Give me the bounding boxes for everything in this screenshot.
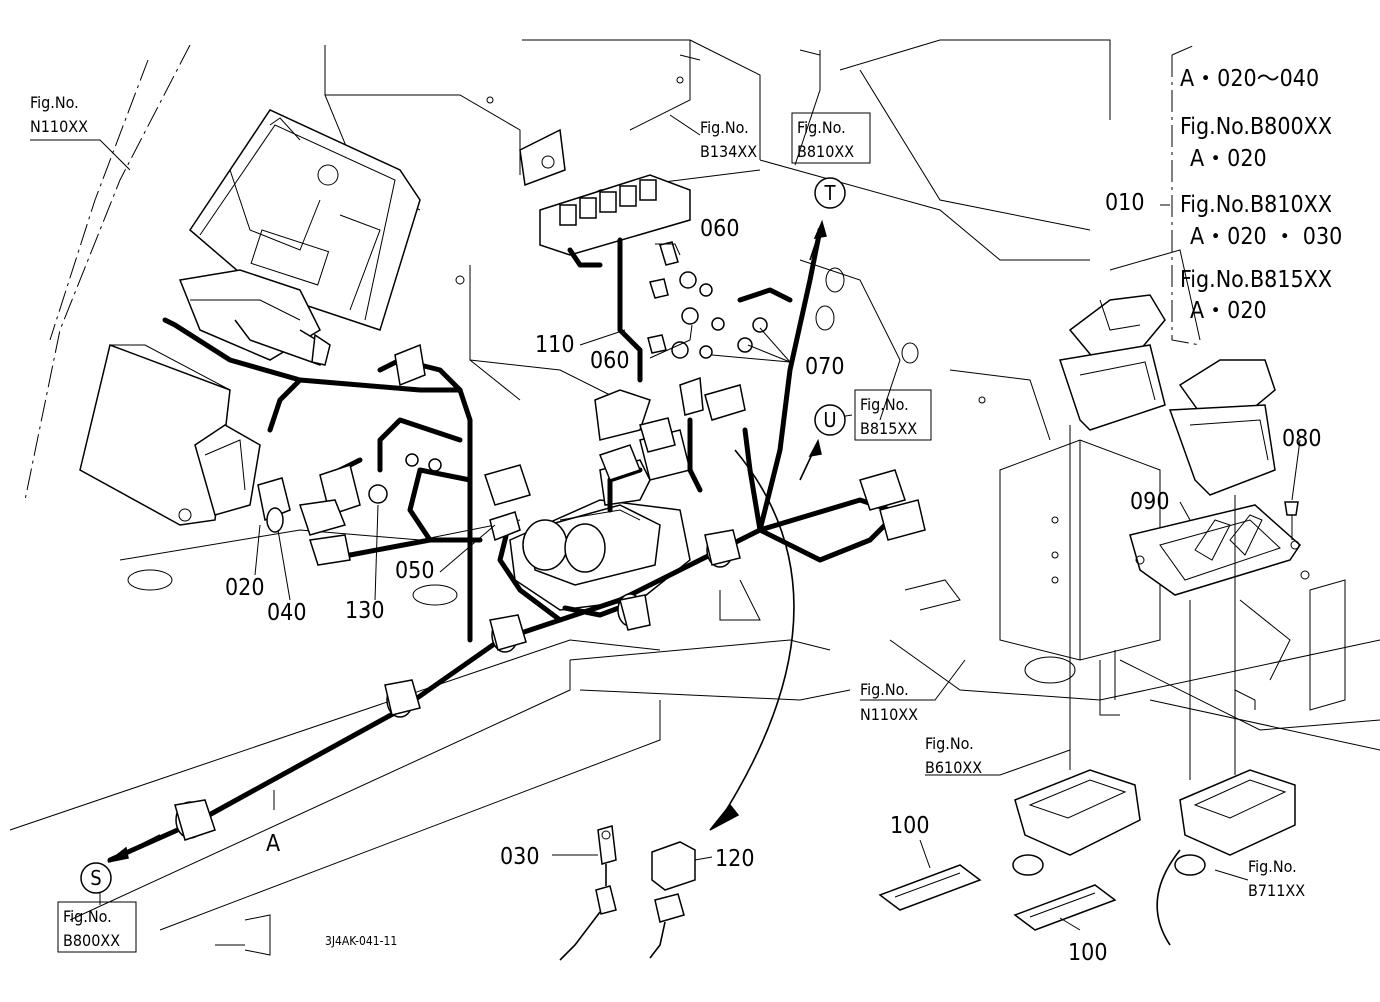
- part-040: 040: [267, 600, 307, 626]
- harness-clamps: [174, 529, 741, 841]
- part-030: 030: [500, 844, 540, 870]
- drawing-code: 3J4AK-041-11: [325, 934, 397, 948]
- part-010: 010: [1105, 190, 1145, 216]
- fig-ref-b800-line2: B800XX: [63, 931, 120, 950]
- part-050: 050: [395, 558, 435, 584]
- part-080: 080: [1282, 426, 1322, 452]
- ref-boxes: [57, 112, 932, 953]
- part-100-bottom: 100: [1068, 940, 1108, 966]
- right-connector-assembly: [878, 294, 1301, 946]
- spec-list: A・020～040 Fig.No.B800XX A・020 Fig.No.B81…: [1180, 66, 1342, 324]
- frame-outlines: [9, 39, 1380, 956]
- part-120: 120: [715, 846, 755, 872]
- part-a-harness: A: [266, 831, 280, 857]
- fig-ref-b610-line1: Fig.No.: [925, 734, 974, 753]
- spec-line-6: Fig.No.B815XX: [1180, 267, 1332, 293]
- part-020: 020: [225, 575, 265, 601]
- fig-ref-b800-line1: Fig.No.: [63, 907, 112, 926]
- fig-ref-b711-line2: B711XX: [1248, 881, 1305, 900]
- part-060-upper: 060: [700, 216, 740, 242]
- fig-ref-b134-line2: B134XX: [700, 142, 757, 161]
- fig-ref-b810-line2: B810XX: [797, 142, 854, 161]
- fig-ref-b134-line1: Fig.No.: [700, 118, 749, 137]
- ecu-unit: [178, 109, 421, 366]
- central-module: [484, 389, 691, 611]
- part-110: 110: [535, 332, 575, 358]
- spec-line-1: A・020～040: [1180, 66, 1319, 92]
- part-130: 130: [345, 598, 385, 624]
- spec-line-5: A・020 ・ 030: [1190, 224, 1342, 250]
- center-connectors: [257, 241, 926, 566]
- circle-letters: T U S: [90, 181, 836, 890]
- fig-ref-n110-top-line2: N110XX: [30, 117, 88, 136]
- circle-callouts: [80, 177, 846, 894]
- part-100-left: 100: [890, 813, 930, 839]
- fig-ref-b711-line1: Fig.No.: [1248, 857, 1297, 876]
- fig-ref-b815-line1: Fig.No.: [860, 395, 909, 414]
- figure-references: Fig.No. N110XX Fig.No. B134XX Fig.No. B8…: [30, 93, 1305, 950]
- part-060-lower: 060: [590, 348, 630, 374]
- fig-ref-b810-line1: Fig.No.: [797, 118, 846, 137]
- spec-line-7: A・020: [1190, 298, 1267, 324]
- spec-line-2: Fig.No.B800XX: [1180, 114, 1332, 140]
- spec-bracket: [1171, 44, 1201, 346]
- part-numbers: 010 020 030 040 050 060 060 070 080 090 …: [225, 190, 1322, 966]
- spec-line-4: Fig.No.B810XX: [1180, 192, 1332, 218]
- leader-lines: [30, 50, 1301, 931]
- fig-ref-n110-mid-line1: Fig.No.: [860, 680, 909, 699]
- circle-t: T: [824, 181, 837, 205]
- part-090: 090: [1130, 489, 1170, 515]
- circle-s: S: [90, 866, 101, 890]
- fig-ref-n110-mid-line2: N110XX: [860, 705, 918, 724]
- loose-parts: [559, 825, 696, 961]
- fig-ref-n110-top-line1: Fig.No.: [30, 93, 79, 112]
- circle-u: U: [823, 408, 836, 432]
- control-box: [79, 343, 261, 526]
- fig-ref-b610-line2: B610XX: [925, 758, 982, 777]
- connector-block: [519, 128, 691, 256]
- fig-ref-b815-line2: B815XX: [860, 419, 917, 438]
- part-070: 070: [805, 354, 845, 380]
- direction-arrows: [107, 219, 827, 863]
- spec-line-3: A・020: [1190, 146, 1267, 172]
